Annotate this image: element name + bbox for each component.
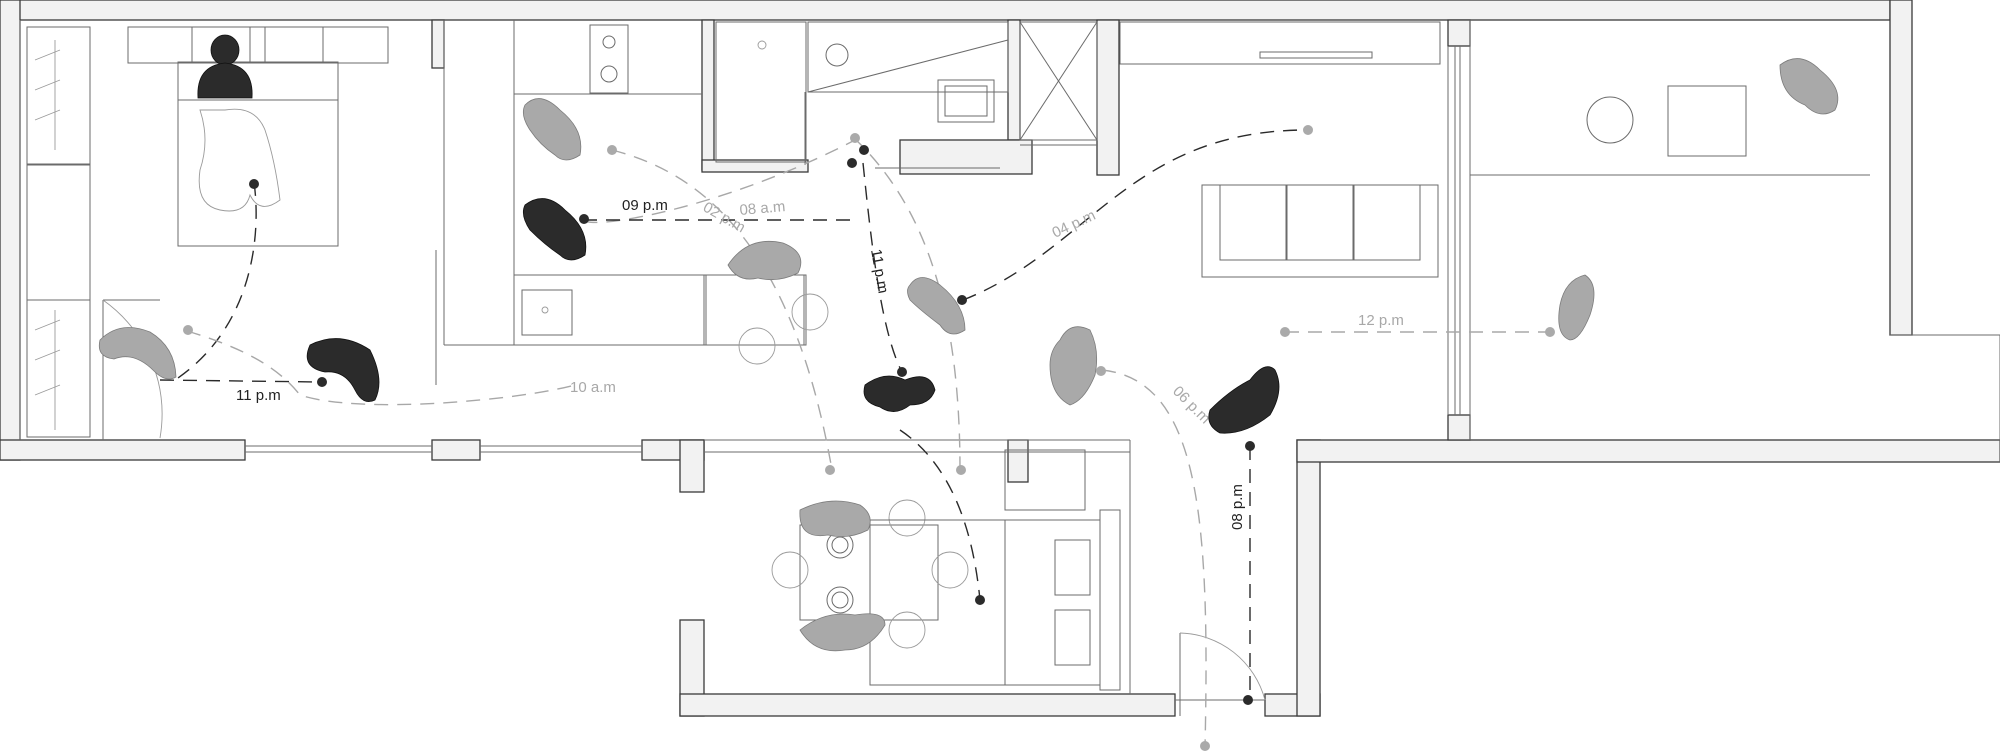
people xyxy=(98,34,1839,652)
person-top-view-icon xyxy=(1779,58,1839,115)
person-top-view-icon xyxy=(522,198,587,261)
time-label-09pm: 09 p.m xyxy=(622,197,668,214)
time-label-12pm: 12 p.m xyxy=(1358,312,1404,329)
waypoint xyxy=(897,367,907,377)
waypoint xyxy=(956,465,966,475)
person-top-view-icon xyxy=(197,34,253,99)
waypoint xyxy=(1280,327,1290,337)
time-label-08am: 08 a.m xyxy=(739,198,786,219)
person-top-view-icon xyxy=(306,338,380,403)
time-label-10am: 10 a.m xyxy=(570,379,616,396)
stove-icon xyxy=(589,24,629,94)
waypoint xyxy=(1303,125,1313,135)
person-top-view-icon xyxy=(98,327,177,380)
bathroom xyxy=(715,21,1098,169)
waypoint xyxy=(249,179,259,189)
person-top-view-icon xyxy=(1558,274,1595,341)
shower-icon xyxy=(1019,21,1098,141)
waypoint xyxy=(1245,441,1255,451)
waypoint xyxy=(183,325,193,335)
waypoint xyxy=(847,158,857,168)
time-label-04pm: 04 p.m xyxy=(1050,207,1099,242)
waypoint xyxy=(579,214,589,224)
bed-icon xyxy=(177,61,339,247)
waypoint xyxy=(975,595,985,605)
waypoint xyxy=(317,377,327,387)
waypoint xyxy=(607,145,617,155)
person-top-view-icon xyxy=(522,98,582,161)
waypoint xyxy=(825,465,835,475)
person-top-view-icon xyxy=(863,375,936,412)
waypoint xyxy=(957,295,967,305)
waypoint xyxy=(1200,741,1210,751)
study xyxy=(1586,85,1747,157)
time-label-06pm: 06 p.m xyxy=(1169,383,1213,427)
person-top-view-icon xyxy=(727,240,802,281)
waypoint xyxy=(1243,695,1253,705)
table-icon xyxy=(1667,85,1747,157)
sofa-icon xyxy=(1201,184,1439,278)
waypoint xyxy=(1545,327,1555,337)
dining-room xyxy=(704,439,1266,716)
waypoint xyxy=(859,145,869,155)
waypoints xyxy=(183,125,1555,751)
inner-lines xyxy=(19,20,2000,701)
person-top-view-icon xyxy=(1049,326,1098,406)
time-labels: 09 p.m 02 p.m 08 a.m 11 p.m 04 p.m 12 p.… xyxy=(236,197,1404,530)
time-label-11pm-vertical: 11 p.m xyxy=(867,248,892,295)
waypoint xyxy=(850,133,860,143)
movement-paths xyxy=(159,129,1550,749)
person-top-view-icon xyxy=(907,277,966,335)
living-room xyxy=(1119,21,1456,415)
person-top-view-icon xyxy=(799,500,871,538)
waypoint xyxy=(1096,366,1106,376)
walls xyxy=(0,0,2000,717)
person-top-view-icon xyxy=(1208,366,1280,434)
time-label-08pm: 08 p.m xyxy=(1229,484,1246,530)
toilet-icon xyxy=(825,43,849,67)
time-label-11pm: 11 p.m xyxy=(236,387,281,404)
person-top-view-icon xyxy=(799,613,886,652)
sink-icon xyxy=(521,289,573,336)
